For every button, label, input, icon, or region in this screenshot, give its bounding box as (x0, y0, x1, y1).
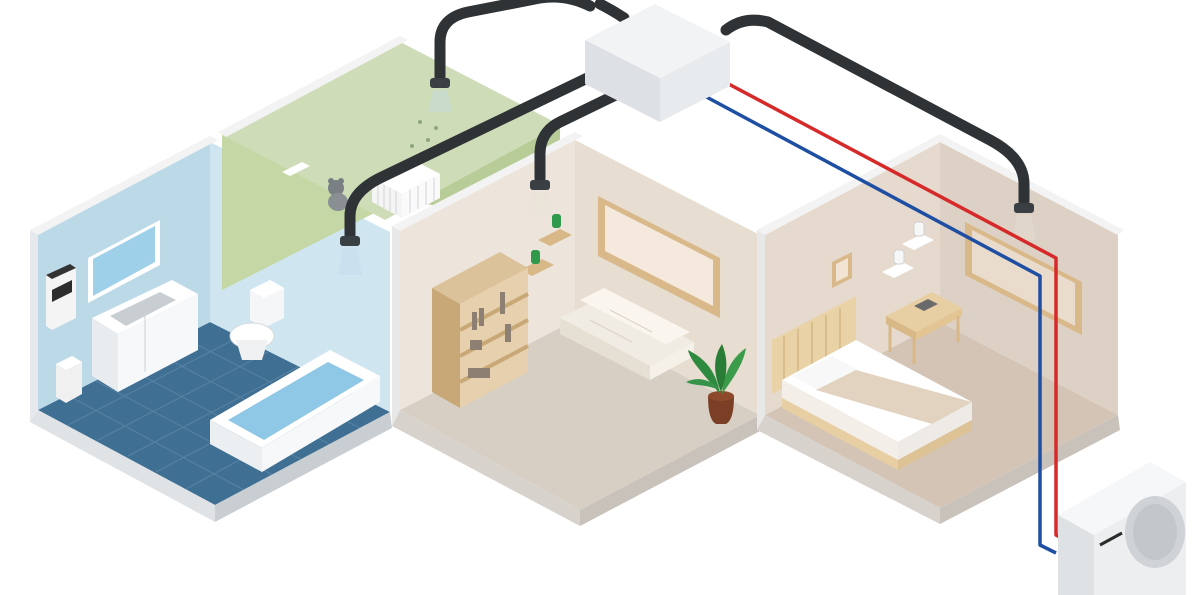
white-lamp-icon (913, 221, 925, 237)
crib-icon (372, 158, 440, 218)
duct-to-bathroom (344, 64, 610, 244)
nursery-shelf (282, 162, 310, 176)
trash-bin-icon (56, 356, 82, 403)
bathroom-mirror-glass (93, 226, 155, 296)
potted-plant-icon (686, 344, 746, 424)
duct-port-bathroom (340, 236, 360, 246)
sofa-icon (560, 288, 694, 380)
bed-icon (772, 296, 972, 470)
wall-shelf-upper (538, 214, 572, 246)
bathroom-left-edge (30, 230, 38, 422)
nursery-floor (222, 42, 560, 220)
bedroom-picture-inner (836, 258, 848, 282)
bedroom-base-edge (757, 415, 940, 524)
living-picture (605, 205, 713, 306)
duct-port-nursery (430, 78, 450, 88)
vanity-cabinet-icon (92, 280, 198, 392)
green-lamp-icon (552, 214, 561, 228)
airflow-nursery (428, 90, 452, 112)
teddy-bear-icon (328, 178, 348, 211)
white-lamp-icon (893, 249, 905, 265)
toilet-icon (229, 280, 284, 360)
desk-icon (886, 292, 962, 364)
air-ducts (344, 0, 1030, 244)
cold-refrigerant-line (685, 84, 1057, 555)
bathtub-icon (210, 350, 380, 472)
bedroom-left-edge (757, 230, 765, 430)
air-flow-glows (338, 90, 1036, 275)
bedroom-right-top (940, 134, 1124, 235)
duct-port-bedroom (1014, 203, 1034, 213)
living-base-edge (392, 410, 580, 526)
bedroom-room (757, 134, 1124, 524)
duct-ports (340, 78, 1034, 246)
bedroom-wall-top (757, 134, 948, 235)
nursery-wall-top (218, 36, 408, 137)
living-left-edge (392, 226, 400, 426)
water-heater-icon (46, 264, 76, 330)
bedroom-shelf-upper (902, 221, 934, 250)
fan-icon (1058, 462, 1186, 595)
duct-port-living (530, 180, 550, 190)
airflow-bathroom (338, 248, 362, 275)
bedroom-shelf-lower (882, 249, 914, 278)
duct-to-top-right (594, 0, 630, 24)
duct-to-top (434, 0, 596, 86)
airflow-living (528, 192, 552, 214)
airflow-bedroom (1012, 215, 1036, 240)
bookshelf-icon (432, 252, 529, 408)
green-lamp-icon (531, 250, 540, 264)
duct-to-living (534, 82, 636, 188)
living-base-edge-right (580, 415, 762, 526)
nursery-wall-decor (410, 120, 438, 148)
bathroom-wall-top (30, 136, 218, 235)
air-handler-icon (585, 4, 730, 122)
bathroom-base-edge-right (215, 412, 392, 522)
laptop-icon (914, 299, 938, 311)
wall-shelf-lower (520, 250, 554, 276)
bathroom-base-edge (30, 410, 215, 522)
living-room (392, 132, 762, 526)
duct-to-bedroom (720, 14, 1030, 211)
bedroom-base-edge-right (940, 415, 1120, 524)
